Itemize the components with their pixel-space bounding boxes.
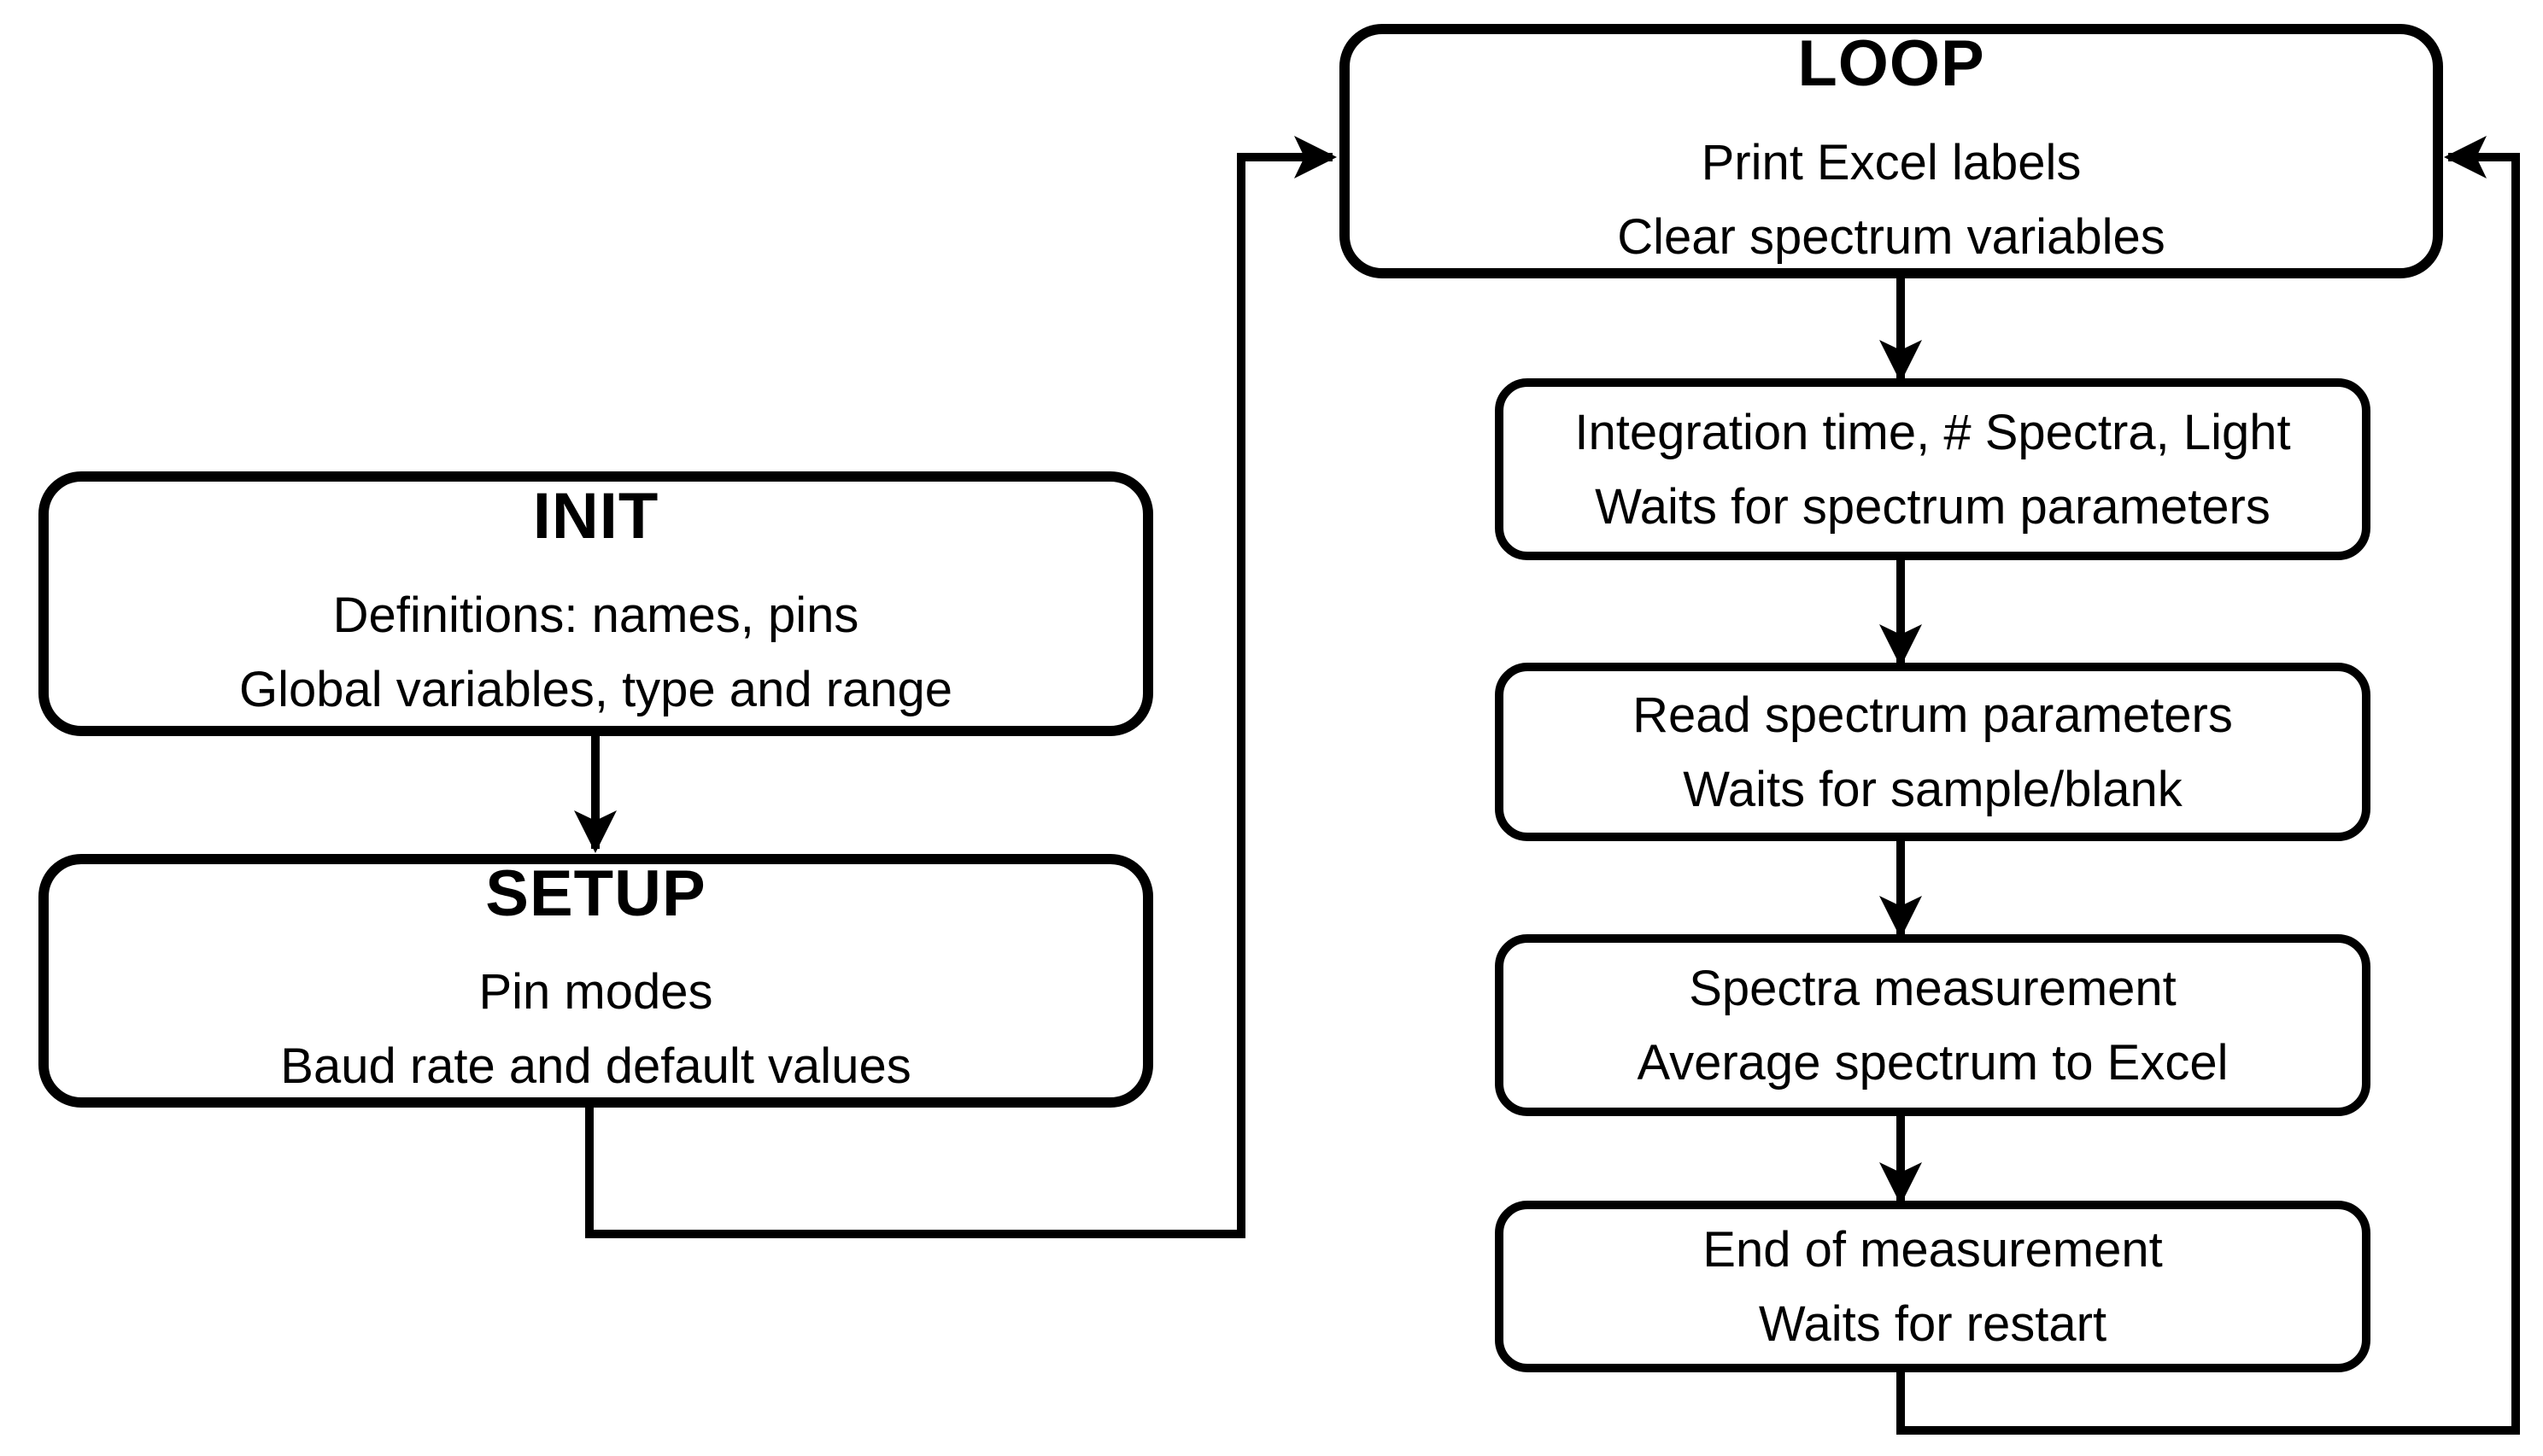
box-title-init: INIT (532, 480, 659, 553)
flow-box-loop: LOOP Print Excel labels Clear spectrum v… (1339, 24, 2443, 278)
box-text-line: Global variables, type and range (238, 661, 953, 717)
box-text-line: Waits for sample/blank (1683, 761, 2183, 817)
flow-box-init: INIT Definitions: names, pins Global var… (38, 471, 1153, 736)
box-text-line: End of measurement (1702, 1221, 2163, 1278)
box-text-line: Average spectrum to Excel (1637, 1034, 2229, 1091)
box-text-line: Integration time, # Spectra, Light (1574, 404, 2291, 460)
box-title-loop: LOOP (1797, 27, 1985, 101)
flow-box-spectra: Spectra measurement Average spectrum to … (1495, 934, 2370, 1116)
box-text-line: Clear spectrum variables (1617, 208, 2165, 265)
box-text-line: Definitions: names, pins (332, 587, 859, 643)
box-text-line: Print Excel labels (1701, 134, 2082, 190)
flow-box-integration: Integration time, # Spectra, Light Waits… (1495, 378, 2370, 560)
box-text-line: Pin modes (478, 964, 713, 1020)
box-text-line: Waits for restart (1758, 1295, 2107, 1352)
flow-box-end: End of measurement Waits for restart (1495, 1201, 2370, 1372)
flow-box-setup: SETUP Pin modes Baud rate and default va… (38, 854, 1153, 1108)
box-text-line: Baud rate and default values (280, 1038, 911, 1095)
flow-box-read: Read spectrum parameters Waits for sampl… (1495, 663, 2370, 841)
box-text-line: Waits for spectrum parameters (1595, 478, 2271, 535)
box-text-line: Spectra measurement (1689, 960, 2177, 1016)
box-title-setup: SETUP (485, 857, 706, 930)
box-text-line: Read spectrum parameters (1632, 687, 2233, 743)
